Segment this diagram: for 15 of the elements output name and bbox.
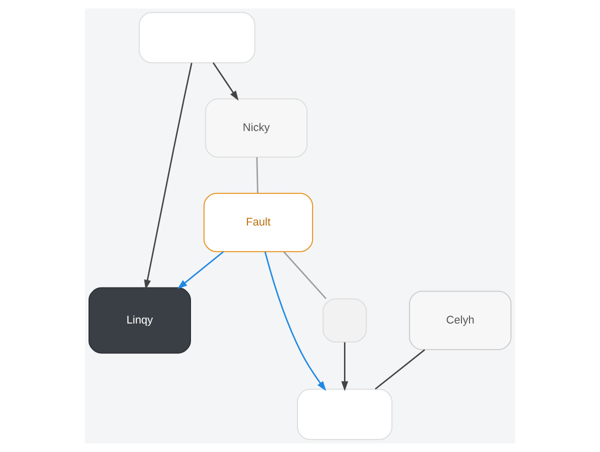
node-box: Celyh <box>409 290 512 350</box>
connector <box>374 349 426 390</box>
arrow <box>177 251 224 289</box>
node-box <box>322 298 367 343</box>
node-box <box>296 388 392 440</box>
node-box: Linqy <box>88 287 191 354</box>
arrow <box>212 62 239 101</box>
arrow <box>341 342 348 392</box>
arrow <box>144 62 192 290</box>
node-box <box>138 12 256 64</box>
connector <box>283 251 327 300</box>
node-box: Fault <box>204 192 314 252</box>
node-box: Nicky <box>205 98 308 158</box>
arrow <box>264 252 326 391</box>
connector <box>256 157 258 194</box>
